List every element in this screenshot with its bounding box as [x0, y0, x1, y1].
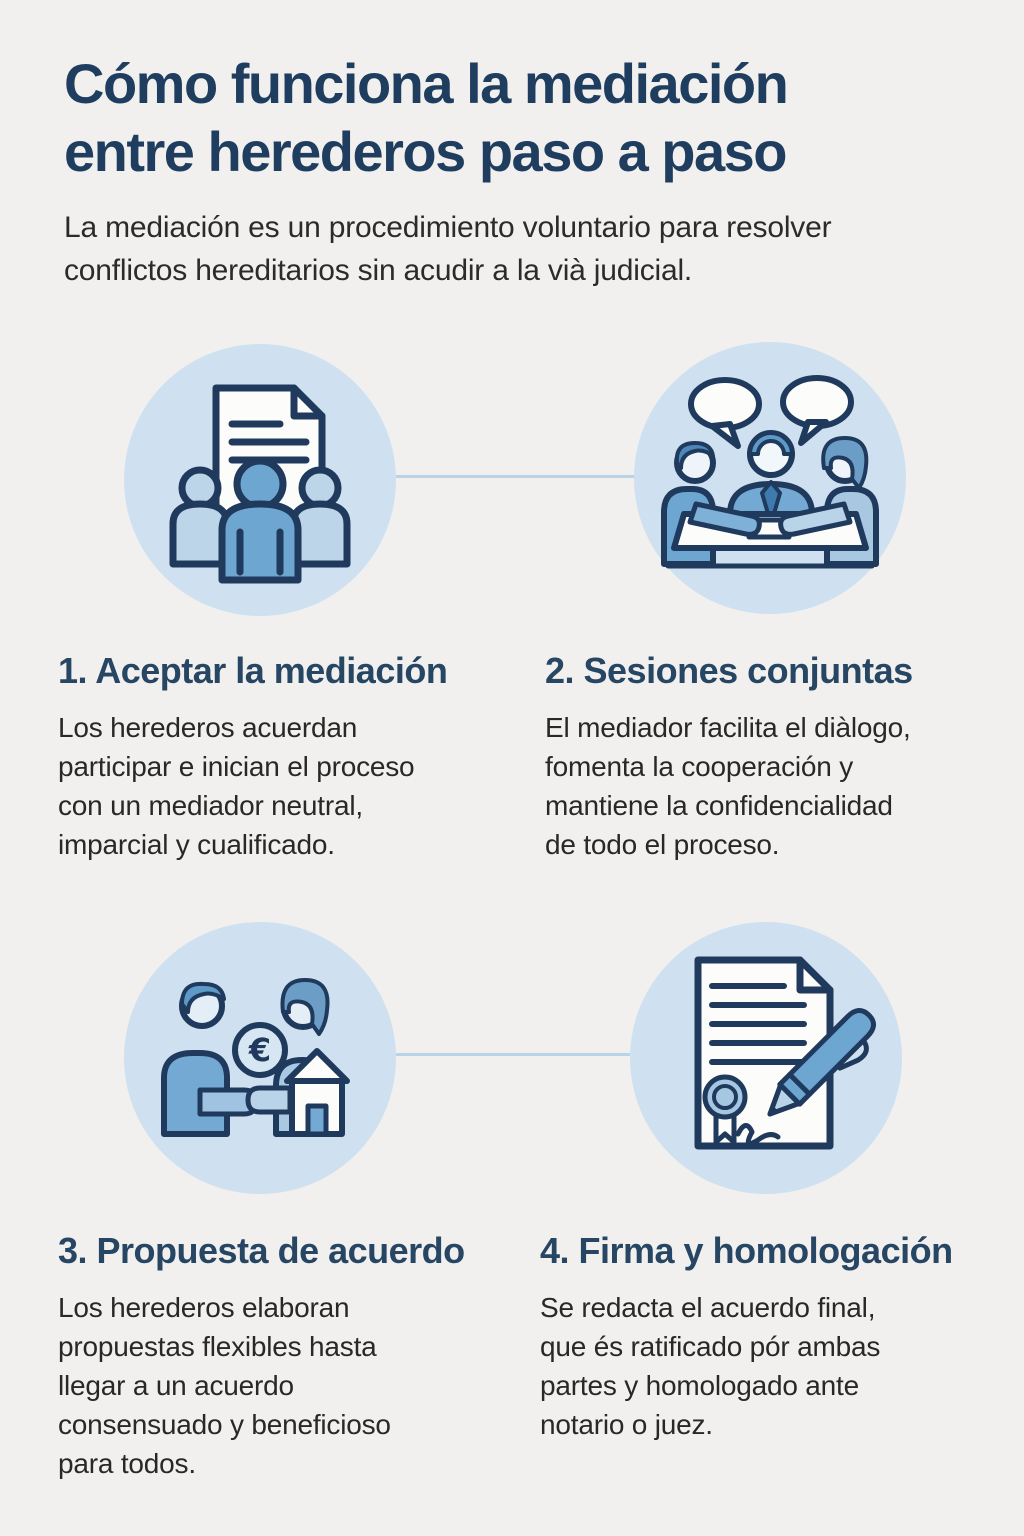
heirs-group-document-icon	[169, 384, 351, 584]
step4-icon-circle	[630, 922, 902, 1194]
euro-house-exchange-icon: €	[161, 978, 350, 1137]
step2-icon-circle	[634, 342, 906, 614]
step3-description: Los herederos elaboran propuestas flexib…	[58, 1292, 391, 1479]
step4-heading: 4. Firma y homologación	[540, 1230, 953, 1271]
mediation-table-icon	[661, 375, 879, 569]
euro-symbol: €	[248, 1031, 271, 1069]
step4-description: Se redacta el acuerdo final, que és rati…	[540, 1292, 881, 1440]
page-title: Cómo funciona la mediación entre hereder…	[64, 52, 789, 183]
step1-description: Los herederos acuerdan participar e inic…	[58, 712, 415, 860]
connector-line-top	[396, 475, 634, 478]
step2-description: El mediador facilita el diàlogo, fomenta…	[545, 712, 911, 860]
step2-heading: 2. Sesiones conjuntas	[545, 650, 913, 691]
connector-line-bottom	[396, 1053, 630, 1056]
signed-document-pen-icon	[694, 956, 877, 1150]
page-subtitle: La mediación es un procedimiento volunta…	[64, 211, 832, 287]
step3-heading: 3. Propuesta de acuerdo	[58, 1230, 465, 1271]
step3-icon-circle: €	[124, 922, 396, 1194]
step1-icon-circle	[124, 344, 396, 616]
step1-heading: 1. Aceptar la mediación	[58, 650, 448, 691]
